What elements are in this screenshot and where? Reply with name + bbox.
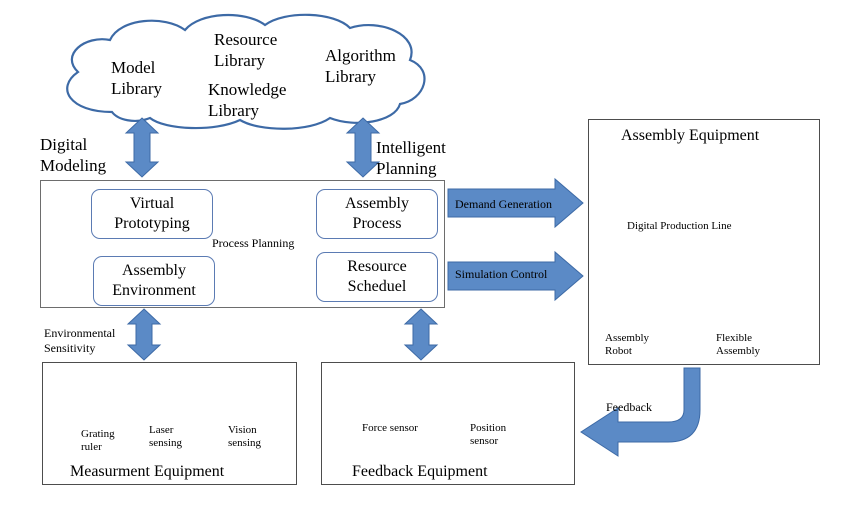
knowledge-library-label: Knowledge Library xyxy=(208,80,287,120)
cloud-shape xyxy=(66,13,426,130)
algorithm-library-label: Algorithm Library xyxy=(325,46,396,86)
simulation-control-arrow xyxy=(447,250,584,302)
process-planning-label: Process Planning xyxy=(212,236,295,250)
grating-ruler-label: Grating ruler xyxy=(81,428,115,453)
feedback-equipment-arrow xyxy=(403,308,439,361)
assembly-environment-box[interactable]: Assembly Environment xyxy=(93,256,215,306)
demand-generation-arrow xyxy=(447,177,584,229)
resource-schedule-box[interactable]: Resource Scheduel xyxy=(316,252,438,302)
environmental-sensitivity-label: Environmental Sensitivity xyxy=(44,326,116,355)
demand-generation-label: Demand Generation xyxy=(455,197,552,211)
intelligent-planning-label: Intelligent Planning xyxy=(376,138,446,178)
position-sensor-label: Position sensor xyxy=(470,422,507,447)
digital-modeling-label: Digital Modeling xyxy=(40,135,107,175)
feedback-equipment-title: Feedback Equipment xyxy=(352,463,488,480)
virtual-prototyping-box[interactable]: Virtual Prototyping xyxy=(91,189,213,239)
flexible-assembly-label: Flexible Assembly xyxy=(716,332,760,357)
assembly-process-box[interactable]: Assembly Process xyxy=(316,189,438,239)
assembly-robot-label: Assembly Robot xyxy=(605,332,649,357)
resource-library-label: Resource Library xyxy=(214,30,278,70)
digital-modeling-arrow xyxy=(124,117,160,178)
vision-sensing-label: Vision sensing xyxy=(228,424,261,449)
simulation-control-label: Simulation Control xyxy=(455,267,548,281)
feedback-arrow xyxy=(580,367,701,457)
model-library-label: Model Library xyxy=(111,58,162,98)
production-line-label: Digital Production Line xyxy=(627,220,732,232)
force-sensor-label: Force sensor xyxy=(362,422,418,434)
measurement-equipment-panel xyxy=(42,362,297,485)
assembly-equipment-panel xyxy=(588,119,820,365)
environmental-sensitivity-arrow xyxy=(126,308,162,361)
assembly-equipment-title: Assembly Equipment xyxy=(621,127,760,144)
feedback-equipment-panel xyxy=(321,362,575,485)
intelligent-planning-arrow xyxy=(345,117,381,178)
laser-sensing-label: Laser sensing xyxy=(149,424,182,449)
feedback-label: Feedback xyxy=(606,400,652,414)
measurement-equipment-title: Measurment Equipment xyxy=(70,463,225,480)
